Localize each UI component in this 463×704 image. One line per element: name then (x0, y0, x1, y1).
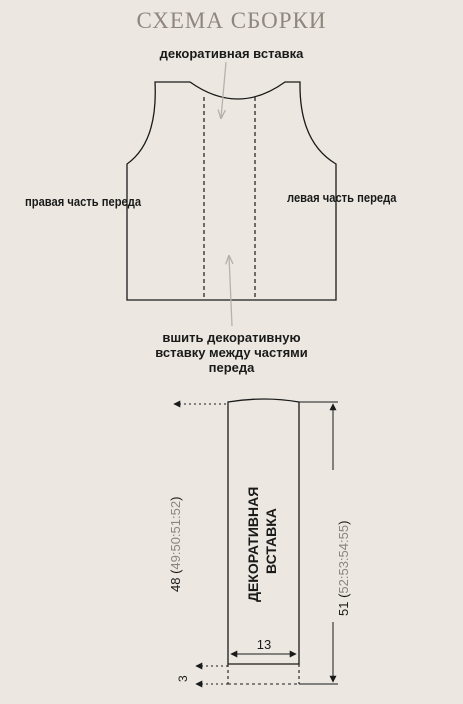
right-front-label: правая часть переда (25, 194, 142, 209)
dim-inner-height-label: 48 (49:50:51:52) (168, 497, 183, 592)
sew-instruction-line1: вшить декоративную (162, 330, 301, 345)
pointer-arrow-top (221, 61, 227, 118)
dim-hem-label: 3 (176, 675, 190, 682)
pointer-arrow-bottom (229, 256, 232, 327)
dim-width-label: 13 (257, 637, 271, 652)
sew-instruction-line2: вставку между частями (155, 345, 308, 360)
diagram-title: СХЕМА СБОРКИ (136, 8, 327, 33)
decor-insert-label: декоративная вставка (159, 46, 304, 61)
insert-strip-outline (227, 398, 300, 665)
insert-title-line2: ВСТАВКА (263, 508, 279, 574)
dim-total-height-label: 51 (52:53:54:55) (336, 521, 351, 616)
insert-title-line1: ДЕКОРАТИВНАЯ (245, 487, 261, 602)
sew-instruction-line3: переда (208, 360, 255, 375)
left-front-label: левая часть переда (287, 190, 397, 205)
front-body-outline (126, 81, 337, 301)
